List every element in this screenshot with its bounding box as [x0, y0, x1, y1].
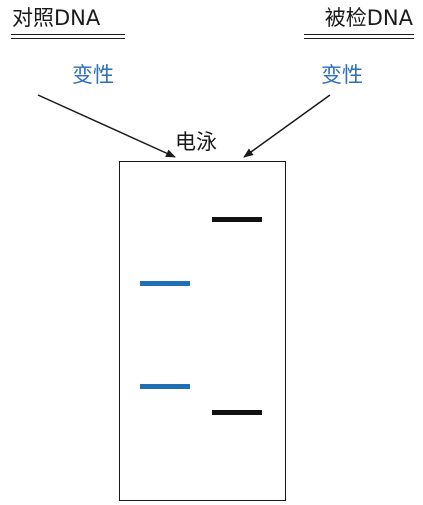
control-band-lower	[140, 384, 190, 389]
control-dna-underline	[11, 34, 125, 39]
test-band-lower	[212, 410, 262, 415]
denature-right-label: 变性	[321, 63, 363, 87]
left-arrow	[37, 94, 176, 158]
control-dna-label: 对照DNA	[12, 6, 101, 30]
electrophoresis-label: 电泳	[175, 130, 217, 154]
denature-left-label: 变性	[72, 63, 114, 87]
test-band-upper	[212, 217, 262, 222]
control-band-upper	[140, 281, 190, 286]
test-dna-underline	[304, 34, 414, 39]
gel-box	[119, 161, 286, 501]
test-dna-label: 被检DNA	[324, 6, 413, 30]
right-arrow	[243, 94, 331, 158]
